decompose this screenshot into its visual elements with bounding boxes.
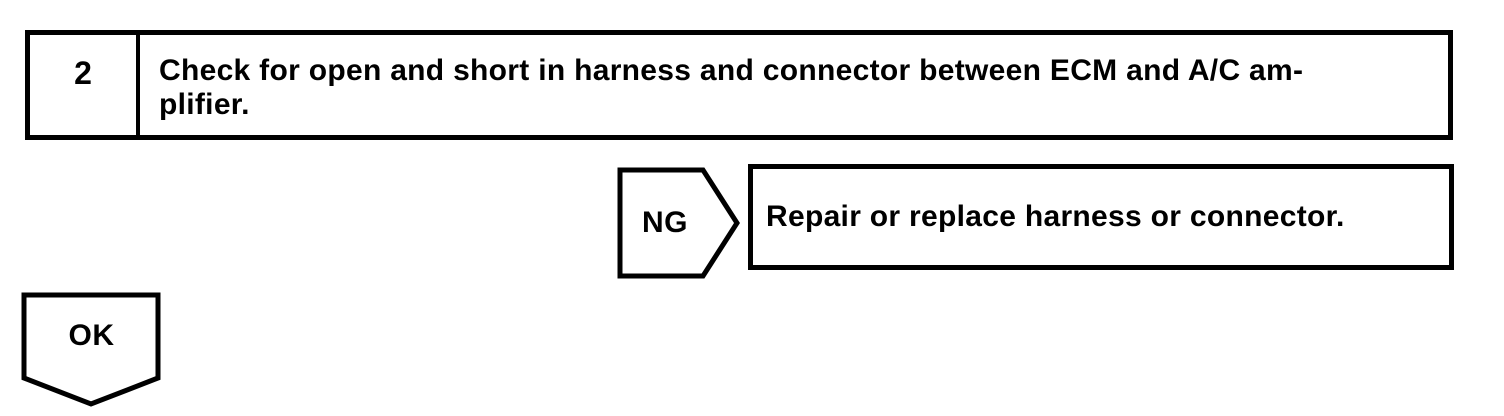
step-header-box: 2 Check for open and short in harness an… bbox=[25, 30, 1453, 140]
ok-pentagon-icon bbox=[21, 292, 161, 407]
step-description: Check for open and short in harness and … bbox=[159, 54, 1304, 121]
ng-action-text: Repair or replace harness or connector. bbox=[766, 200, 1345, 233]
ok-branch-connector: OK bbox=[21, 292, 162, 410]
ng-label: NG bbox=[642, 206, 688, 239]
ok-label: OK bbox=[68, 319, 115, 352]
ng-action-box: Repair or replace harness or connector. bbox=[748, 164, 1454, 270]
ng-pentagon-icon bbox=[617, 167, 740, 279]
step-number: 2 bbox=[30, 35, 140, 135]
ng-branch-connector: NG bbox=[617, 166, 741, 280]
